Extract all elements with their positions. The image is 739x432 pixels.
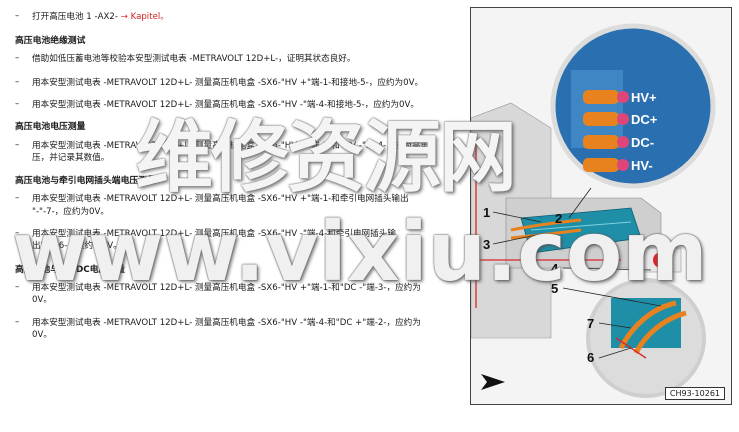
traction-step-2-line-1: 用本安型测试电表 -METRAVOLT 12D+L- 测量高压机电盒 -SX6-… [32,229,396,239]
bullet: – [15,193,20,203]
bullet: – [15,228,20,238]
traction-step-2-line-2: 出"+"-6-，应约为0V。 [32,241,122,251]
insulation-step-2: 用本安型测试电表 -METRAVOLT 12D+L- 测量高压机电盒 -SX6-… [32,78,424,88]
figure-code: CH93-10261 [664,387,725,400]
voltage-step-line-1: 用本安型测试电表 -METRAVOLT 12D+L- 测量高压机电盒 -SX6-… [32,141,430,151]
terminal-label-dc-plus: DC+ [631,112,658,127]
callout-5: 5 [551,281,558,296]
dc-step-2-line-2: 0V。 [32,330,52,340]
open-battery-step: 打开高压电池 1 -AX2- → Kapitel。 [32,11,169,24]
callout-7: 7 [587,316,594,331]
voltage-heading: 高压电池电压测量 [15,122,86,132]
callout-6: 6 [587,350,594,365]
chapter-link[interactable]: → Kapitel。 [120,12,169,22]
terminal-label-dc-minus: DC- [631,135,654,150]
dc-step-1-line-2: 0V。 [32,295,52,305]
dc-heading: 高压电池与DC/DC电压测量 [15,265,125,275]
callout-4: 4 [551,261,559,276]
callout-3: 3 [483,237,490,252]
insulation-heading: 高压电池绝缘测试 [15,36,86,46]
callout-1: 1 [483,205,490,220]
step-text: 打开高压电池 1 -AX2- [32,12,118,22]
traction-step-1-line-2: "-"-7-，应约为0V。 [32,207,109,217]
bullet: – [15,99,20,109]
dc-step-2-line-1: 用本安型测试电表 -METRAVOLT 12D+L- 测量高压机电盒 -SX6-… [32,318,421,328]
insulation-step-1: 借助如低压蓄电池等校验本安型测试电表 -METRAVOLT 12D+L-，证明其… [32,54,356,64]
bullet: – [15,53,20,63]
arrow-right-icon [481,374,505,390]
bullet: – [15,77,20,87]
figure-illustration: HV+ DC+ DC- HV- 1 2 3 4 5 6 [471,8,731,404]
traction-heading: 高压电池与牵引电网插头端电压测量 [15,176,156,186]
terminal-label-hv-plus: HV+ [631,90,657,105]
procedure-document: – 打开高压电池 1 -AX2- → Kapitel。 高压电池绝缘测试 – 借… [15,11,430,340]
terminal-label-hv-minus: HV- [631,158,653,173]
bullet: – [15,140,20,150]
bullet: – [15,11,20,21]
terminal-labels: HV+ DC+ DC- HV- [631,90,658,173]
bullet: – [15,317,20,327]
insulation-step-3: 用本安型测试电表 -METRAVOLT 12D+L- 测量高压机电盒 -SX6-… [32,100,419,110]
traction-step-1-line-1: 用本安型测试电表 -METRAVOLT 12D+L- 测量高压机电盒 -SX6-… [32,194,409,204]
bullet: – [15,282,20,292]
callout-2: 2 [555,211,562,226]
voltage-step-line-2: 压，并记录其数值。 [32,153,110,163]
terminal-cables [583,90,629,172]
hv-junction-box-figure: HV+ DC+ DC- HV- 1 2 3 4 5 6 [470,7,732,405]
dc-step-1-line-1: 用本安型测试电表 -METRAVOLT 12D+L- 测量高压机电盒 -SX6-… [32,283,421,293]
